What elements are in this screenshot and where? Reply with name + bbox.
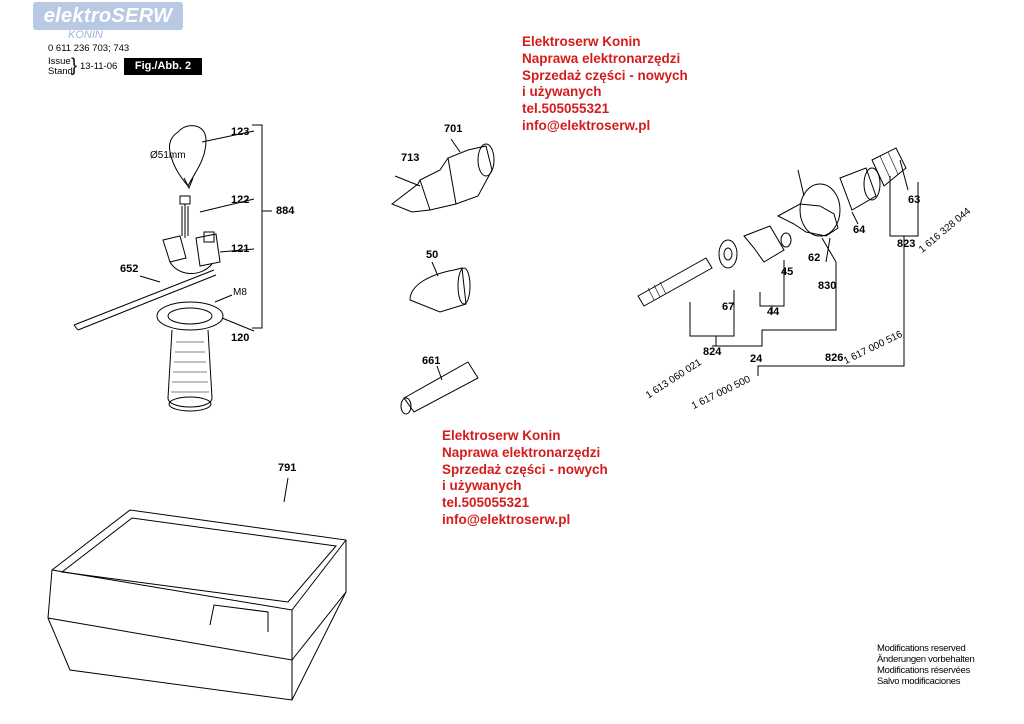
callout-823: 823 — [897, 238, 916, 250]
depth-gauge-rod — [73, 269, 217, 331]
callout-45: 45 — [781, 266, 794, 278]
modifications-line: Modifications reserved — [877, 643, 966, 654]
callout-652: 652 — [120, 263, 139, 275]
ad-line: i używanych — [522, 84, 602, 100]
logo-city: KONIN — [68, 29, 103, 41]
ad-line: Naprawa elektronarzędzi — [522, 50, 681, 66]
depth-stop-balloon — [169, 125, 207, 190]
clamp-part — [162, 231, 221, 274]
callout-24: 24 — [750, 353, 763, 365]
service-ad-bottom: Elektroserw Konin Naprawa elektronarzędz… — [442, 428, 608, 529]
grease-tube-661 — [400, 361, 479, 415]
callout-824: 824 — [703, 346, 722, 358]
ad-line: info@elektroserw.pl — [442, 511, 571, 527]
callout-m8: M8 — [233, 287, 247, 298]
modifications-line: Modifications réservées — [877, 665, 970, 676]
callout-122: 122 — [231, 194, 250, 206]
callout-121: 121 — [231, 243, 250, 255]
ad-line: info@elektroserw.pl — [522, 117, 651, 133]
callout-50: 50 — [426, 249, 439, 261]
callout-62: 62 — [808, 252, 821, 264]
callout-63: 63 — [908, 194, 921, 206]
callout-701: 701 — [444, 123, 463, 135]
callout-67: 67 — [722, 301, 735, 313]
callout-826: 826 — [825, 352, 844, 364]
elektroserw-logo: elektroSERW — [33, 2, 183, 30]
figure-label: Fig./Abb. 2 — [124, 58, 202, 75]
keyless-chuck-701 — [390, 138, 495, 213]
ad-line: tel.505055321 — [522, 101, 610, 117]
callout-884: 884 — [276, 205, 295, 217]
issue-bracket: } — [71, 55, 78, 75]
callout-64: 64 — [853, 224, 866, 236]
issue-date: 13-11-06 — [80, 61, 118, 72]
ad-line: Naprawa elektronarzędzi — [442, 444, 601, 460]
callout-120: 120 — [231, 332, 250, 344]
modifications-line: Änderungen vorbehalten — [877, 654, 975, 665]
diameter-label: Ø51mm — [150, 150, 186, 161]
modifications-notice: Modifications reserved Änderungen vorbeh… — [877, 643, 975, 687]
ad-line: tel.505055321 — [442, 495, 530, 511]
callout-791: 791 — [278, 462, 297, 474]
service-ad-top: Elektroserw Konin Naprawa elektronarzędz… — [522, 34, 688, 135]
callout-830: 830 — [818, 280, 837, 292]
gear-train-parts — [637, 147, 907, 307]
ad-line: Elektroserw Konin — [522, 34, 641, 49]
callout-123: 123 — [231, 126, 250, 138]
issue-label: Issue — [48, 56, 71, 67]
modifications-line: Salvo modificaciones — [877, 676, 961, 687]
leader-lines-left — [139, 124, 272, 332]
ad-line: Sprzedaż części - nowych — [442, 461, 608, 477]
callout-44: 44 — [767, 306, 780, 318]
ad-line: i używanych — [442, 478, 522, 494]
carrying-case-791 — [47, 477, 347, 701]
callout-661: 661 — [422, 355, 441, 367]
screw-part — [179, 195, 191, 238]
product-code: 0 611 236 703; 743 — [48, 43, 130, 54]
side-handle — [156, 301, 224, 412]
callout-713: 713 — [401, 152, 420, 164]
ad-line: Sprzedaż części - nowych — [522, 67, 688, 83]
ad-line: Elektroserw Konin — [442, 428, 561, 443]
stand-label: Stand — [48, 66, 73, 77]
leader-lines-right — [689, 159, 919, 376]
chuck-part-50 — [409, 261, 471, 313]
